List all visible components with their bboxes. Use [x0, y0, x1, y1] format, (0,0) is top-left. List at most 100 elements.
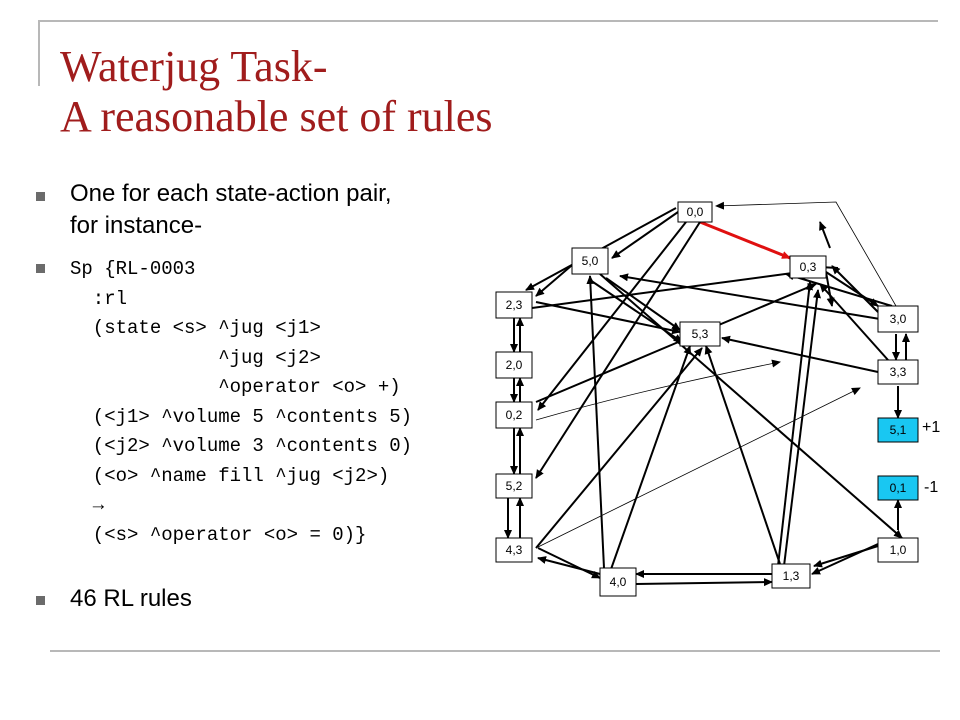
code-line: Sp {RL-0003: [70, 258, 196, 280]
code-line: ^jug <j2>: [70, 346, 321, 369]
edge-arrow: [704, 345, 781, 565]
state-node-label: 0,0: [687, 205, 704, 219]
state-node-1-0: 1,0: [877, 537, 919, 563]
edge-arrow: [535, 221, 701, 479]
title-line-2: A reasonable set of rules: [60, 92, 493, 141]
edge-red-highlight: [699, 220, 791, 260]
state-node-2-3: 2,3: [495, 291, 533, 319]
edge-arrow: [819, 221, 831, 249]
state-node-box: [877, 475, 919, 501]
code-line: ^operator <o> +): [70, 376, 401, 398]
bullet-marker: [36, 596, 45, 605]
state-node-box: [571, 247, 609, 275]
edge-thin-connector: [535, 359, 781, 421]
code-line: (<s> ^operator <o> = 0)}: [70, 523, 367, 546]
bullet-text-for-instance: for instance-: [70, 212, 203, 239]
edge-thin-connector: [715, 201, 897, 307]
state-node-label: 4,3: [506, 543, 523, 557]
code-line: (<j1> ^volume 5 ^contents 5): [70, 405, 413, 428]
state-node-box: [495, 291, 533, 319]
slide-title: Waterjug Task- A reasonable set of rules: [60, 42, 493, 142]
state-node-box: [599, 567, 637, 597]
code-line: :rl: [70, 287, 128, 310]
state-node-box: [877, 537, 919, 563]
state-node-label: 5,1: [890, 423, 907, 437]
edge-arrow: [825, 271, 879, 307]
edge-arrow: [535, 347, 703, 549]
state-node-box: [495, 473, 533, 499]
edge-arrow: [535, 283, 817, 403]
state-node-1-3: 1,3: [771, 563, 811, 589]
rule-code-block: Sp {RL-0003 :rl (state <s> ^jug <j1> ^ju…: [70, 255, 412, 550]
reward-minus-label: -1: [924, 479, 938, 496]
edge-arrow: [599, 273, 903, 539]
edge-arrow: [783, 289, 821, 567]
state-node-box: [877, 417, 919, 443]
state-node-label: 5,0: [582, 254, 599, 268]
state-node-4-3: 4,3: [495, 537, 533, 563]
state-node-box: [495, 351, 533, 379]
state-node-label: 0,3: [800, 260, 817, 274]
state-node-0-3: 0,3: [789, 255, 827, 279]
state-node-label: 5,2: [506, 479, 523, 493]
edge-thin-connector: [535, 387, 861, 549]
edge-arrow: [537, 547, 601, 579]
code-line: (<o> ^name fill ^jug <j2>): [70, 464, 390, 487]
state-node-label: 1,3: [783, 569, 800, 583]
state-node-0-1: 0,1: [877, 475, 919, 501]
state-node-box: [789, 255, 827, 279]
state-node-label: 5,3: [692, 327, 709, 341]
edge-arrow: [785, 272, 893, 307]
state-node-label: 2,0: [506, 358, 523, 372]
state-node-label: 3,3: [890, 365, 907, 379]
edge-arrow: [819, 283, 889, 361]
edge-arrow: [605, 277, 681, 331]
edge-arrow: [531, 269, 801, 309]
decorative-bottom-rule: [50, 650, 940, 652]
edge-arrow: [535, 301, 681, 335]
edge-arrow: [825, 271, 835, 307]
edge-arrow: [721, 335, 879, 373]
edge-arrow: [619, 273, 887, 321]
title-line-1: Waterjug Task-: [60, 42, 328, 91]
state-node-5-1: 5,1: [877, 417, 919, 443]
code-line-arrow: →: [70, 494, 105, 516]
edge-arrow: [611, 211, 679, 259]
state-node-2-0: 2,0: [495, 351, 533, 379]
edge-arrow: [813, 545, 879, 568]
edge-arrow: [831, 265, 879, 313]
code-line: (<j2> ^volume 3 ^contents 0): [70, 435, 413, 457]
edge-arrow: [537, 221, 687, 411]
state-node-box: [877, 305, 919, 333]
state-node-box: [877, 359, 919, 385]
state-node-5-2: 5,2: [495, 473, 533, 499]
state-node-4-0: 4,0: [599, 567, 637, 597]
bullet-text-rule-count: 46 RL rules: [70, 585, 192, 612]
decorative-top-rule: [38, 20, 938, 22]
bullet-marker: [36, 192, 45, 201]
state-node-label: 1,0: [890, 543, 907, 557]
state-node-5-0: 5,0: [571, 247, 609, 275]
state-node-label: 0,1: [890, 481, 907, 495]
edge-arrow: [777, 281, 814, 567]
edge-arrow: [537, 556, 601, 575]
decorative-vertical-rule: [38, 20, 40, 86]
edge-arrow: [609, 345, 692, 573]
state-node-label: 2,3: [506, 298, 523, 312]
state-node-box: [771, 563, 811, 589]
state-node-0-2: 0,2: [495, 401, 533, 429]
state-node-box: [495, 401, 533, 429]
edge-arrow: [586, 275, 605, 569]
state-node-box: [677, 201, 713, 223]
edge-arrow: [635, 578, 773, 587]
state-node-box: [495, 537, 533, 563]
state-node-0-0: 0,0: [677, 201, 713, 223]
state-node-label: 0,2: [506, 408, 523, 422]
reward-plus-label: +1: [922, 419, 940, 436]
state-node-box: [679, 321, 721, 347]
state-node-3-0: 3,0: [877, 305, 919, 333]
state-node-label: 4,0: [610, 575, 627, 589]
state-node-5-3: 5,3: [679, 321, 721, 347]
bullet-text-state-action: One for each state-action pair,: [70, 180, 392, 207]
